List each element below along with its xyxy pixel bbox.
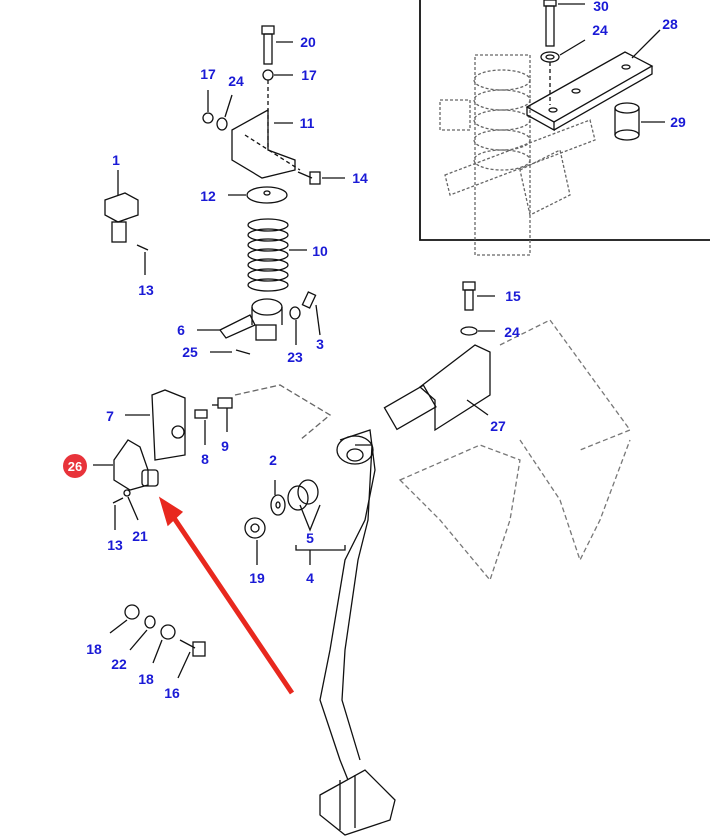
part-26-sensor: [93, 439, 159, 491]
part-24-washer-inset: [540, 39, 586, 105]
part-15-bolt: [462, 281, 495, 311]
part-24-washer-left: [216, 94, 233, 131]
part-6-pivot: [197, 298, 283, 341]
label-16: 16: [164, 685, 180, 701]
part-18-nut-a: [109, 604, 140, 634]
part-14-bolt: [297, 171, 345, 185]
label-1: 1: [112, 152, 120, 168]
part-13-screw-top: [136, 244, 149, 275]
label-10: 10: [312, 243, 328, 259]
inset-ghost-assembly: [439, 54, 596, 256]
label-4: 4: [306, 570, 314, 586]
part-9-switch: [212, 384, 332, 441]
label-26-highlighted: 26: [63, 454, 87, 478]
label-18-a: 18: [86, 641, 102, 657]
pedal-pad: [319, 769, 396, 836]
part-11-bracket: [231, 108, 301, 179]
label-25: 25: [182, 344, 198, 360]
part-28-plate: [525, 29, 661, 132]
red-pointer-arrow: [158, 496, 295, 695]
part-8-clip: [194, 409, 208, 445]
part-29-spacer: [614, 102, 665, 141]
label-8: 8: [201, 451, 209, 467]
label-30: 30: [593, 0, 609, 14]
label-9: 9: [221, 438, 229, 454]
part-12-cap: [228, 186, 288, 204]
label-12: 12: [200, 188, 216, 204]
part-4-brace: [295, 545, 346, 565]
label-19: 19: [249, 570, 265, 586]
label-7: 7: [106, 408, 114, 424]
part-21-washer: [123, 489, 139, 521]
label-27: 27: [490, 418, 506, 434]
pedal-box-ghost: [398, 319, 632, 582]
label-20: 20: [300, 34, 316, 50]
label-15: 15: [505, 288, 521, 304]
label-22: 22: [111, 656, 127, 672]
pedal-lever: [319, 429, 376, 781]
part-5-bushings: [287, 479, 321, 532]
label-23: 23: [287, 349, 303, 365]
label-17-right: 17: [301, 67, 317, 83]
part-16-bolt: [177, 639, 206, 679]
label-6: 6: [177, 322, 185, 338]
part-30-bolt: [543, 0, 585, 47]
label-24-left: 24: [228, 73, 244, 89]
part-13-screw-bottom: [112, 497, 124, 530]
part-18-nut-b: [152, 624, 176, 664]
label-21: 21: [132, 528, 148, 544]
part-7-bracket: [125, 389, 186, 461]
label-13-top: 13: [138, 282, 154, 298]
label-11: 11: [299, 115, 315, 131]
label-5: 5: [306, 530, 314, 546]
part-20-bolt: [261, 25, 293, 65]
label-3: 3: [316, 336, 324, 352]
part-1-sensor: [104, 170, 139, 243]
part-23-washer: [289, 306, 301, 345]
part-2-washer: [270, 480, 286, 516]
label-24-inset: 24: [592, 22, 608, 38]
part-3-pin: [301, 291, 321, 336]
label-17-left: 17: [200, 66, 216, 82]
label-24-right: 24: [504, 324, 520, 340]
inset-frame: [419, 0, 710, 241]
part-24-washer-right: [460, 326, 495, 336]
label-13-bottom: 13: [107, 537, 123, 553]
part-17-nut-left: [202, 90, 214, 124]
part-19-nut: [244, 517, 266, 565]
label-28: 28: [662, 16, 678, 32]
label-14: 14: [352, 170, 368, 186]
label-18-b: 18: [138, 671, 154, 687]
label-2: 2: [269, 452, 277, 468]
label-29: 29: [670, 114, 686, 130]
part-22-washer: [129, 615, 156, 651]
part-10-spring: [247, 218, 307, 292]
part-27-shaft: [383, 344, 491, 432]
part-25-pin: [210, 349, 251, 355]
